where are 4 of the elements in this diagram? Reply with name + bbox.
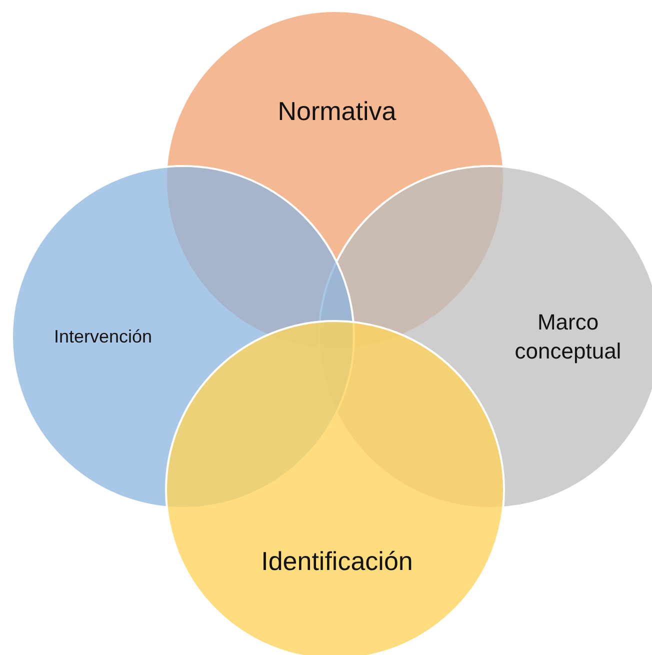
- circle-label: Identificación: [260, 545, 414, 578]
- circle-label: Intervención: [52, 325, 154, 348]
- circle-label: Normativa: [276, 95, 398, 128]
- circle-label: Marco conceptual: [514, 308, 622, 366]
